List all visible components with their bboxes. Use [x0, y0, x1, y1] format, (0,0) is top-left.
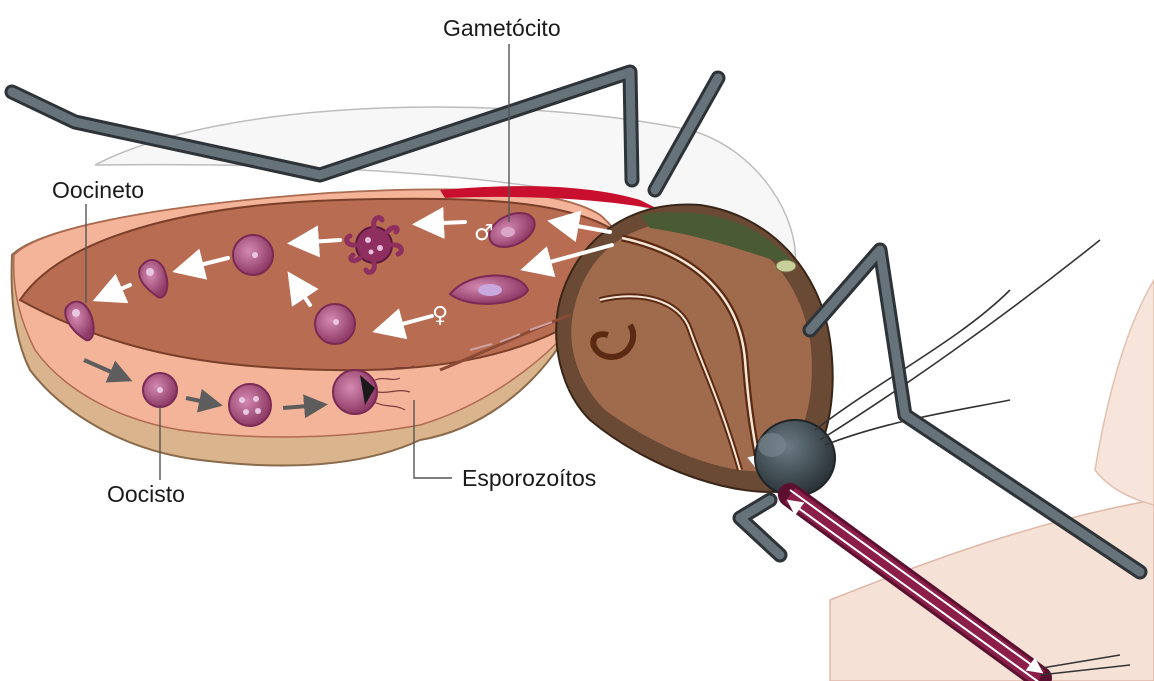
oocyst-1 [143, 373, 177, 407]
oocyst-2 [229, 384, 271, 426]
label-sporozoites: Esporozoítos [462, 465, 596, 491]
male-symbol: ♂ [474, 221, 494, 246]
zygote-1 [233, 235, 273, 275]
label-gametocyte: Gametócito [443, 15, 561, 41]
zygote-2 [315, 304, 355, 344]
female-symbol: ♀ [432, 303, 448, 328]
label-oocyst: Oocisto [107, 481, 185, 507]
label-ookinete: Oocineto [52, 177, 144, 203]
